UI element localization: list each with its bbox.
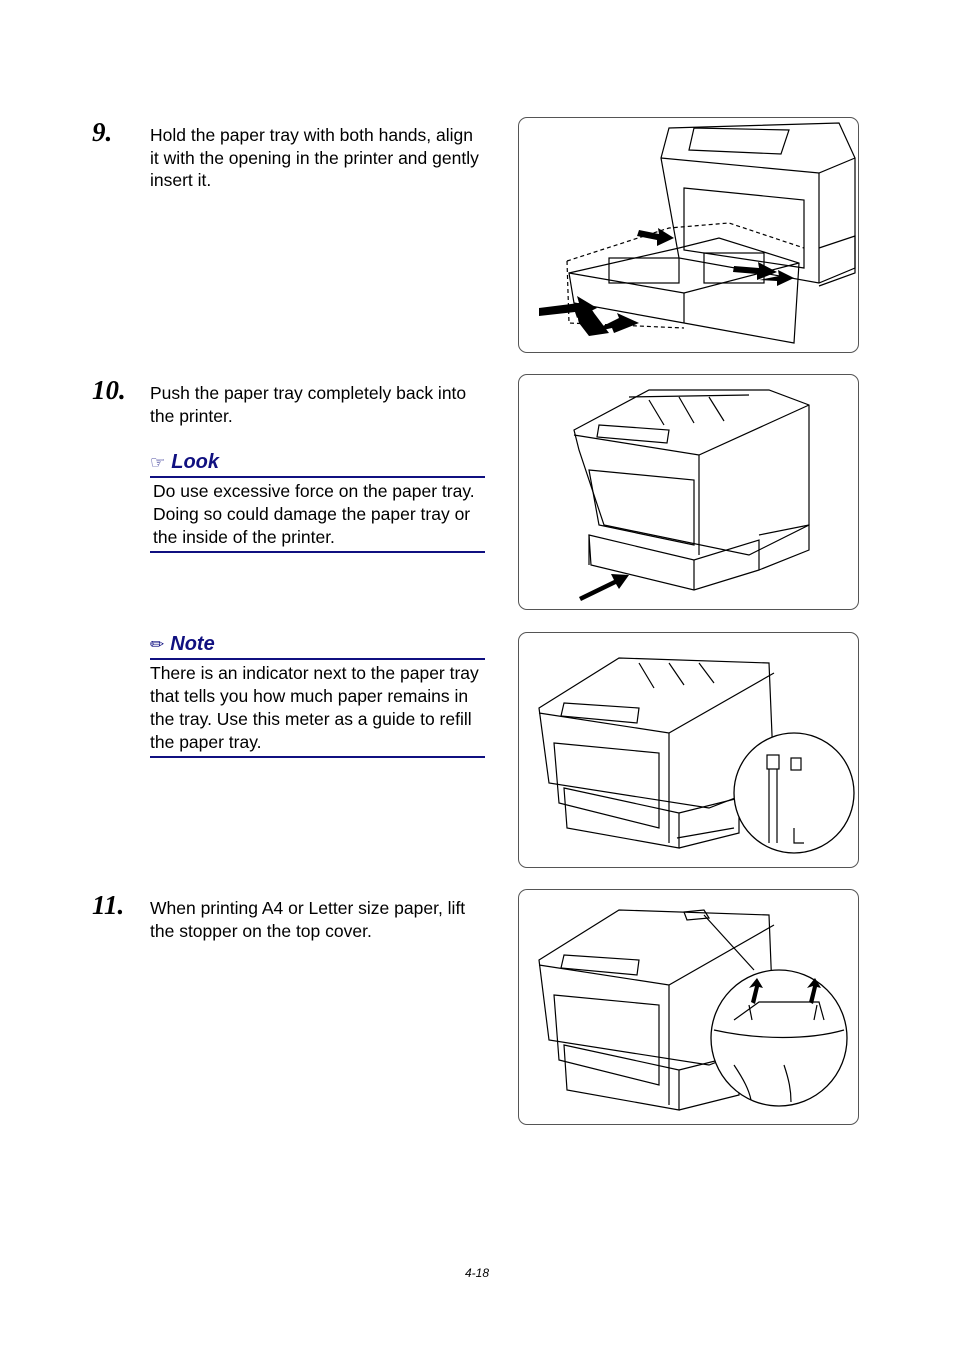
pointing-hand-icon: ☞ (150, 453, 166, 472)
note-box: ✏ Note There is an indicator next to the … (150, 632, 485, 758)
printer-tray-insert-illustration (539, 122, 856, 344)
printer-indicator-illustration (538, 657, 855, 854)
note-bottom-rule (150, 756, 485, 758)
page-number: 4-18 (465, 1266, 490, 1280)
note-title: Note (170, 633, 215, 655)
figure-lift-stopper (518, 889, 859, 1125)
figure-paper-indicator (518, 632, 859, 868)
look-title: Look (171, 451, 220, 473)
figure-insert-tray (518, 117, 859, 353)
indicator-zoom-circle (733, 732, 855, 854)
look-body: Do use excessive force on the paper tray… (153, 481, 475, 547)
figure-push-tray (518, 374, 859, 610)
step-9-text: Hold the paper tray with both hands, ali… (150, 125, 479, 190)
note-body: There is an indicator next to the paper … (150, 663, 479, 752)
step-11-number: 11. (92, 890, 125, 920)
note-top-rule (150, 658, 485, 660)
step-10-number: 10. (92, 375, 126, 405)
step-11-text: When printing A4 or Letter size paper, l… (150, 898, 466, 941)
look-bottom-rule (150, 551, 485, 553)
note-title-row: ✏ Note (150, 632, 485, 657)
printer-push-tray-illustration (573, 389, 810, 601)
look-title-row: ☞ Look (150, 450, 485, 475)
step-9-number: 9. (92, 117, 113, 147)
printer-stopper-illustration (538, 909, 848, 1111)
step-10-text: Push the paper tray completely back into… (150, 383, 467, 426)
look-top-rule (150, 476, 485, 478)
look-box: ☞ Look Do use excessive force on the pape… (150, 450, 485, 553)
pencil-icon: ✏ (150, 635, 165, 654)
